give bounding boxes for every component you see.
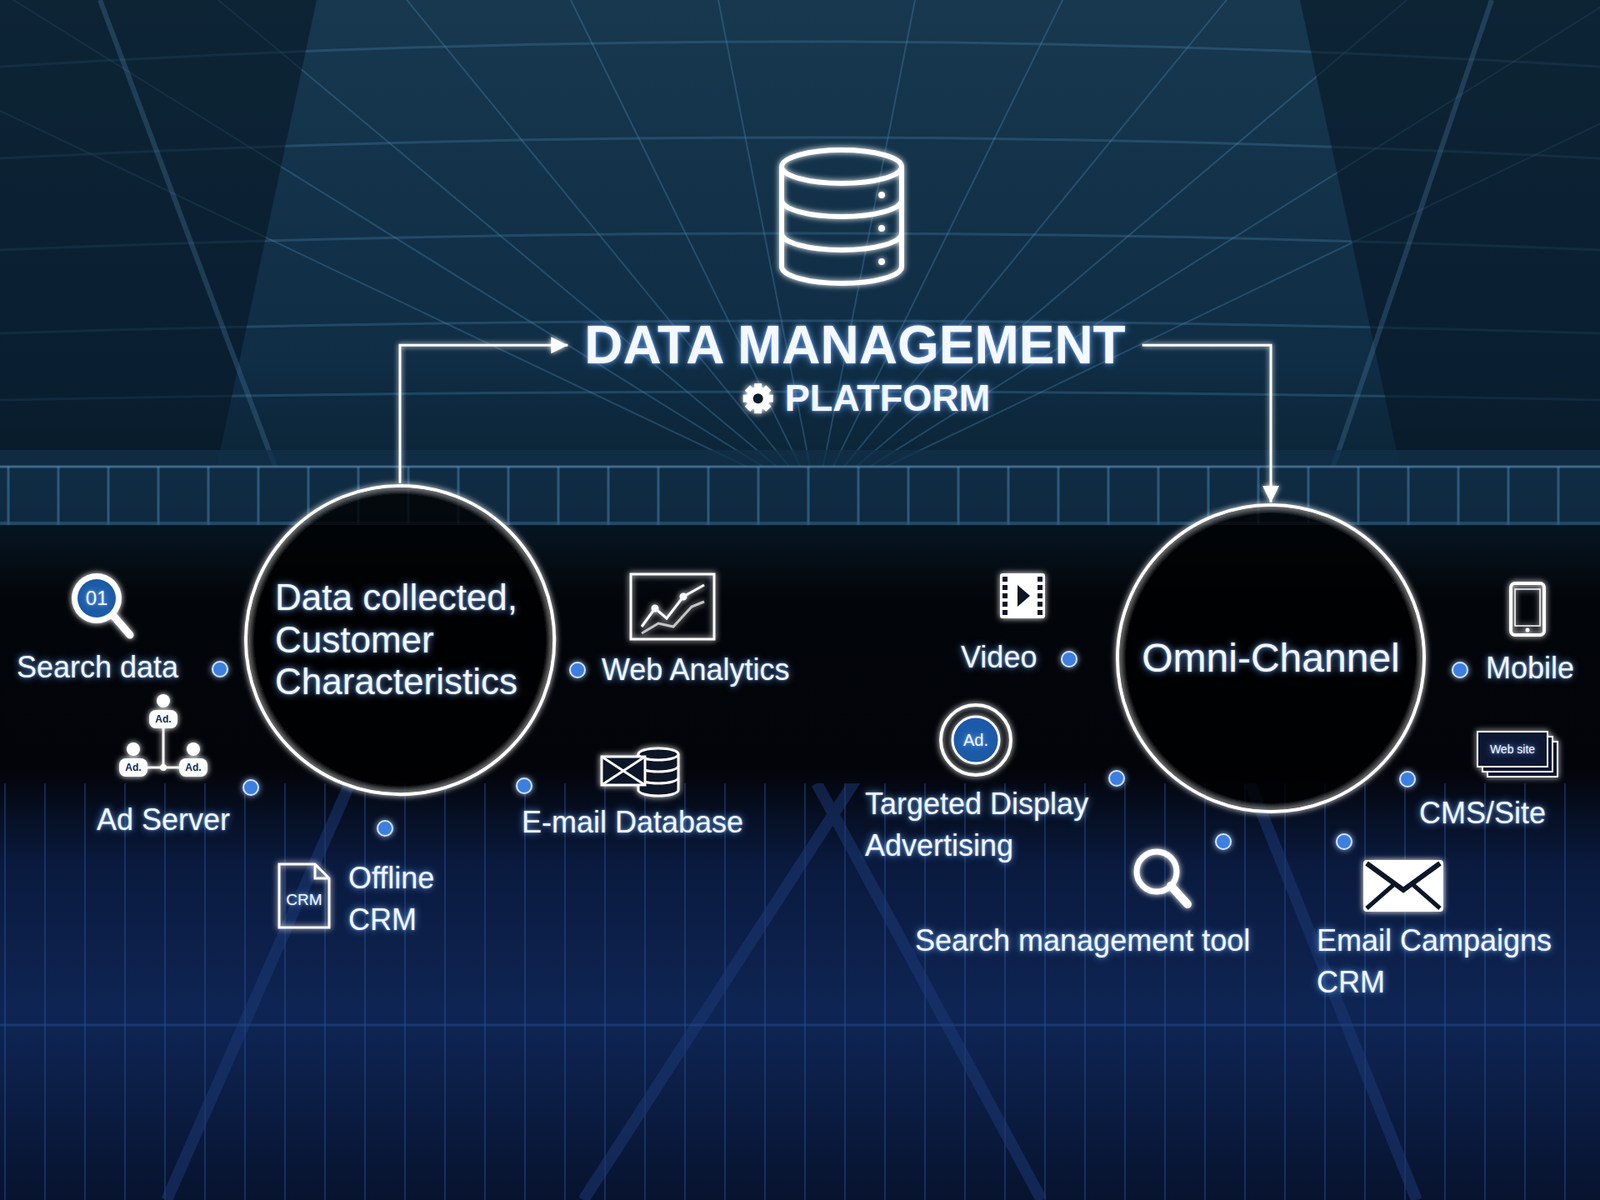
platform-subtitle: PLATFORM — [785, 377, 991, 420]
label-holder: Search management tool — [915, 922, 1250, 959]
search-data-icon — [71, 573, 130, 635]
platform-title: DATA MANAGEMENT — [584, 315, 1125, 375]
channel-label: Video — [960, 639, 1037, 675]
label-holder: E-mail Database — [521, 804, 744, 840]
icon-text: CRM — [285, 890, 322, 910]
label-holder: Offline CRM — [348, 857, 482, 942]
label-holder: Email Campaigns CRM — [1316, 920, 1567, 1005]
roof-structure — [0, 0, 1600, 467]
crm-document-icon — [279, 864, 330, 928]
source-label: Web Analytics — [601, 651, 790, 688]
icon-text: Ad. — [185, 761, 201, 774]
channel-circle: Data collected, Customer Characteristics — [243, 483, 557, 797]
icon-text: Web site — [1490, 742, 1535, 757]
ad-display-icon — [940, 705, 1011, 775]
website-icon — [1477, 731, 1558, 777]
label-holder: Ad. — [963, 730, 989, 750]
label-holder: 01 — [85, 586, 109, 611]
label-holder: Ad. — [155, 713, 171, 725]
circle-border — [1117, 505, 1425, 812]
label-holder: Targeted Display Advertising — [865, 783, 1115, 868]
label-holder: CMS/Site — [1419, 795, 1546, 831]
database-icon — [781, 150, 902, 284]
label-holder: Ad. — [185, 761, 201, 774]
platform-heading: DATA MANAGEMENTPLATFORM — [567, 309, 1142, 426]
source-label: Offline CRM — [348, 857, 482, 942]
label-holder: Ad Server — [96, 801, 230, 838]
circle-text: Data collected, Customer Characteristics — [275, 576, 525, 704]
channel-label: Targeted Display Advertising — [865, 783, 1115, 868]
source-label: E-mail Database — [521, 804, 744, 840]
walkway — [0, 450, 1600, 525]
channel-label: Mobile — [1485, 650, 1575, 686]
flow-arrow — [1142, 345, 1271, 503]
circle-text: Omni-Channel — [1141, 635, 1400, 681]
icon-text: 01 — [85, 586, 109, 611]
channel-label: Search management tool — [915, 922, 1250, 959]
label-holder: Mobile — [1485, 650, 1575, 686]
source-label: Ad Server — [96, 801, 230, 838]
search-tool-icon — [1136, 851, 1188, 905]
email-database-icon — [601, 748, 679, 796]
email-icon — [1363, 860, 1444, 912]
ad-server-icon — [119, 694, 208, 777]
label-holder: Search data — [16, 649, 179, 685]
video-icon — [1000, 573, 1045, 619]
channel-label: CMS/Site — [1419, 795, 1546, 831]
label-holder: Web Analytics — [601, 651, 790, 688]
web-analytics-icon — [630, 574, 715, 640]
flow-arrow — [400, 345, 568, 484]
label-holder: Video — [960, 639, 1037, 675]
label-holder: Ad. — [125, 761, 141, 774]
icon-text: Ad. — [963, 730, 989, 750]
icon-text: Ad. — [155, 713, 171, 725]
channel-circle: Omni-Channel — [1115, 502, 1427, 815]
lower-structure — [0, 783, 1600, 1200]
mobile-icon — [1510, 583, 1545, 635]
label-holder: CRM — [285, 890, 322, 910]
gear-icon — [743, 383, 774, 414]
icon-text: Ad. — [125, 761, 141, 774]
source-label: Search data — [16, 649, 179, 685]
channel-label: Email Campaigns CRM — [1316, 920, 1567, 1005]
circle-border — [245, 485, 555, 795]
label-holder: Web site — [1490, 742, 1535, 757]
